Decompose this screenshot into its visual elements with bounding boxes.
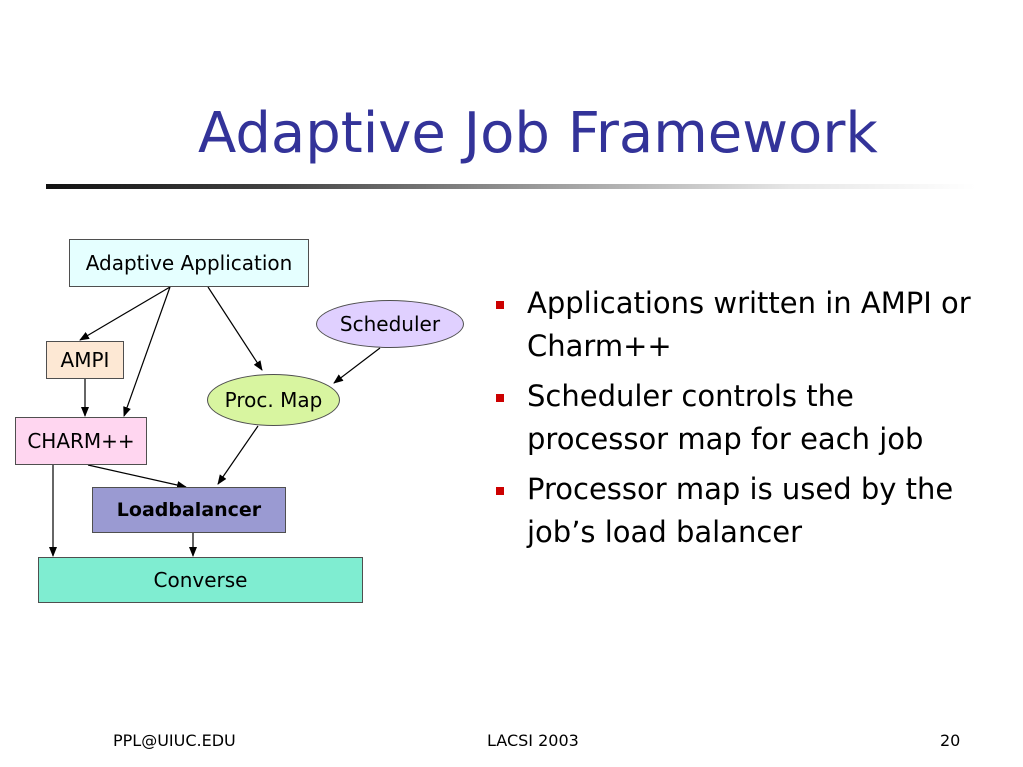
- slide-title: Adaptive Job Framework: [198, 101, 878, 166]
- node-proc-map: Proc. Map: [207, 374, 340, 426]
- square-bullet-icon: [496, 487, 504, 495]
- bullet-text: Scheduler controls the processor map for…: [527, 379, 924, 456]
- square-bullet-icon: [496, 394, 504, 402]
- node-charm-label: CHARM++: [27, 429, 135, 453]
- node-charm: CHARM++: [15, 417, 147, 465]
- node-converse: Converse: [38, 557, 363, 603]
- node-ampi: AMPI: [46, 341, 124, 379]
- node-loadbalancer-label: Loadbalancer: [116, 499, 262, 521]
- footer-center: LACSI 2003: [487, 731, 579, 750]
- arrow-app-to-procmap: [207, 286, 263, 371]
- node-loadbalancer: Loadbalancer: [92, 487, 286, 533]
- bullet-text: Processor map is used by the job’s load …: [527, 472, 954, 549]
- arrow-scheduler-to-procmap: [333, 347, 381, 384]
- node-scheduler: Scheduler: [316, 300, 464, 348]
- arrow-app-to-ampi: [79, 286, 171, 341]
- arrow-app-to-charm: [123, 286, 171, 417]
- arrow-charm-to-loadbalancer: [87, 464, 187, 489]
- footer-left: PPL@UIUC.EDU: [113, 731, 236, 750]
- bullet-item: Processor map is used by the job’s load …: [496, 468, 996, 554]
- node-ampi-label: AMPI: [60, 348, 110, 372]
- node-converse-label: Converse: [153, 568, 248, 592]
- node-adaptive-application: Adaptive Application: [69, 239, 309, 287]
- node-adaptive-application-label: Adaptive Application: [85, 251, 293, 275]
- title-divider: [46, 184, 976, 189]
- bullet-text: Applications written in AMPI or Charm++: [527, 286, 971, 363]
- arrow-procmap-to-loadbalancer: [217, 425, 259, 485]
- node-scheduler-label: Scheduler: [339, 312, 441, 336]
- bullet-item: Scheduler controls the processor map for…: [496, 375, 996, 461]
- footer-page-number: 20: [940, 731, 961, 750]
- square-bullet-icon: [496, 301, 504, 309]
- bullet-list: Applications written in AMPI or Charm++ …: [496, 282, 996, 561]
- bullet-item: Applications written in AMPI or Charm++: [496, 282, 996, 368]
- node-proc-map-label: Proc. Map: [224, 388, 323, 412]
